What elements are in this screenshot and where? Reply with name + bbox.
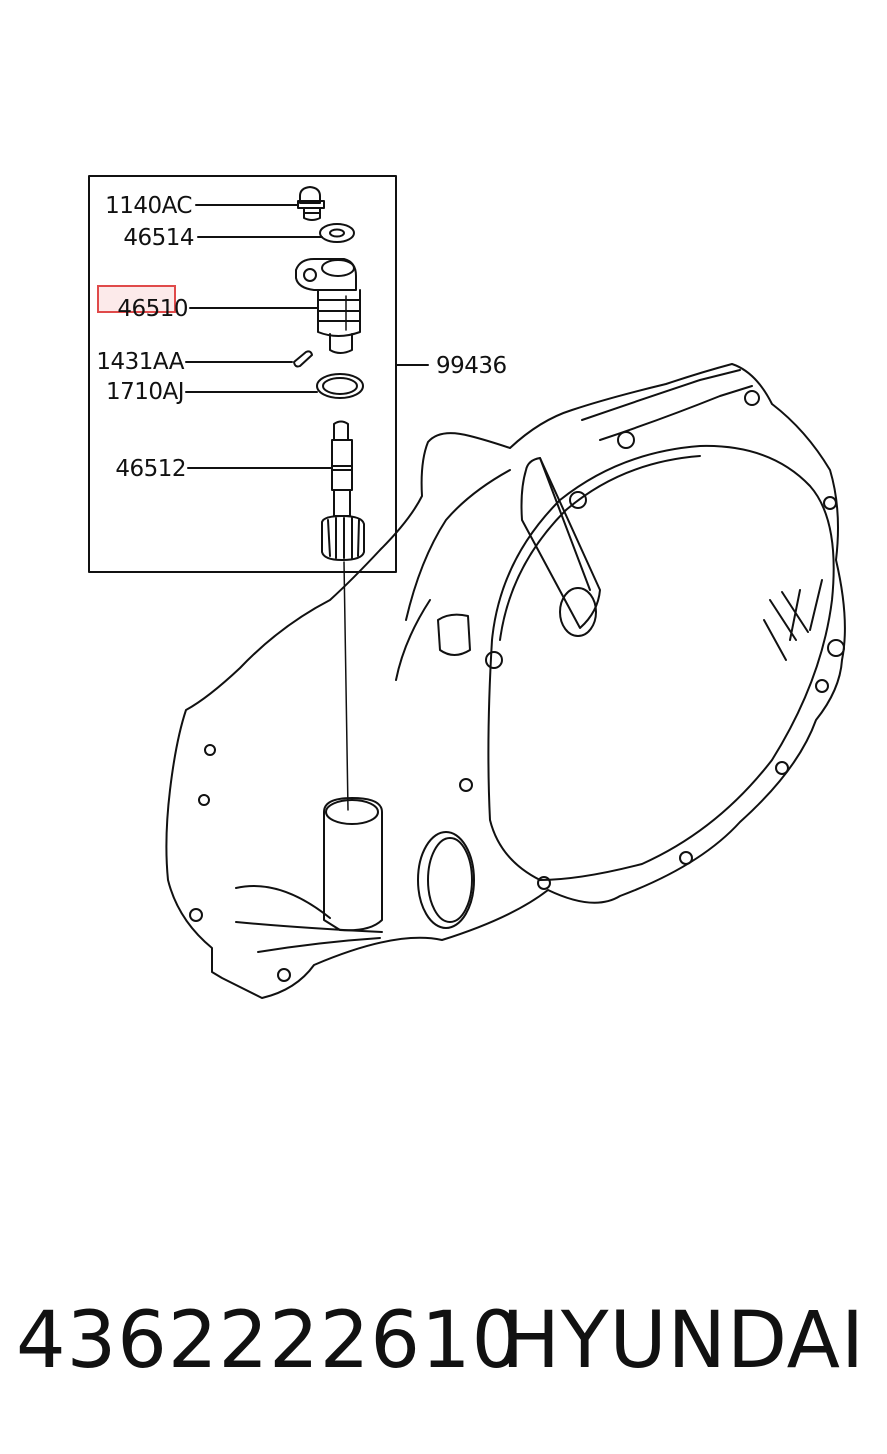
- callout-kit: 99436: [436, 353, 507, 379]
- callout-bolt: 1140AC: [105, 193, 192, 219]
- part-number: 4362222610: [16, 1296, 523, 1386]
- callout-pin: 1431AA: [96, 349, 184, 375]
- sleeve-part: [295, 258, 361, 354]
- washer-part: [319, 223, 355, 243]
- highlighted-part-marker: [97, 285, 176, 313]
- callout-washer: 46514: [123, 225, 194, 251]
- callout-gear: 46512: [115, 456, 186, 482]
- oring-part: [316, 373, 364, 399]
- kit-frame: [88, 175, 397, 573]
- transmission-housing: [165, 363, 846, 999]
- brand-name: HYUNDAI: [501, 1296, 865, 1386]
- callout-sleeve: 46510: [117, 296, 188, 322]
- pin-part: [293, 350, 313, 368]
- assembly-axis-line: [343, 561, 349, 811]
- callout-oring: 1710AJ: [105, 379, 185, 405]
- bolt-part: [297, 186, 325, 221]
- gear-part: [321, 420, 365, 561]
